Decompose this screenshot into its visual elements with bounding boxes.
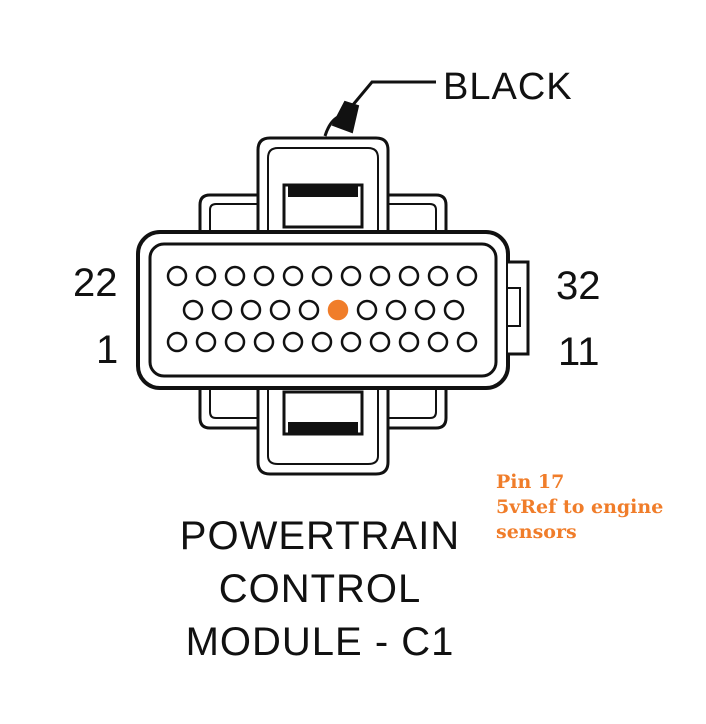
highlighted-pin-17	[327, 299, 349, 321]
wire-boot	[331, 100, 360, 134]
pin-cavity	[456, 331, 478, 353]
title-line-3: MODULE - C1	[185, 620, 455, 664]
upper-latch-frame	[256, 136, 390, 238]
annotation-line-2: 5vRef to engine	[496, 496, 664, 518]
pin-number-bottom-left: 1	[96, 328, 119, 372]
pin-number-top-left: 22	[73, 261, 118, 305]
pin-cavity	[269, 299, 291, 321]
pin-cavity	[340, 331, 362, 353]
pin-cavity	[282, 331, 304, 353]
title-line-2: CONTROL	[218, 567, 422, 611]
pin-cavity	[340, 265, 362, 287]
pin-cavity	[385, 299, 407, 321]
pin-cavity	[253, 265, 275, 287]
pin-number-bottom-right: 11	[558, 330, 600, 374]
wire-color-label: BLACK	[443, 66, 573, 108]
pin-cavity	[195, 265, 217, 287]
pin-number-top-right: 32	[556, 264, 601, 308]
pin-cavity	[398, 331, 420, 353]
pin-cavity	[182, 299, 204, 321]
side-shroud	[198, 193, 448, 238]
pin-cavities	[166, 265, 478, 353]
pin-cavity	[427, 331, 449, 353]
annotation-line-3: sensors	[496, 521, 577, 543]
pin-cavity	[211, 299, 233, 321]
annotation-line-1: Pin 17	[496, 471, 565, 493]
pin-cavity	[398, 265, 420, 287]
pin-cavity	[224, 331, 246, 353]
pin-cavity	[195, 331, 217, 353]
pin-cavity	[427, 265, 449, 287]
pin-cavity	[166, 331, 188, 353]
pin-cavity	[166, 265, 188, 287]
pin-cavity	[298, 299, 320, 321]
title-line-1: POWERTRAIN	[179, 514, 461, 558]
pin-cavity	[369, 331, 391, 353]
pin-cavity	[224, 265, 246, 287]
connector-key	[508, 260, 530, 356]
pin-cavity	[356, 299, 378, 321]
pin-annotation: Pin 17 5vRef to engine sensors	[496, 470, 663, 545]
pin-cavity	[443, 299, 465, 321]
pin-cavity	[282, 265, 304, 287]
pin-cavity	[414, 299, 436, 321]
pin-cavity	[456, 265, 478, 287]
connector-title: POWERTRAIN CONTROL MODULE - C1	[150, 510, 490, 669]
lower-latch-frame	[256, 388, 390, 476]
pin-cavity	[311, 331, 333, 353]
pin-cavity	[240, 299, 262, 321]
pin-cavity	[253, 331, 275, 353]
pin-cavity	[311, 265, 333, 287]
pin-cavity	[369, 265, 391, 287]
